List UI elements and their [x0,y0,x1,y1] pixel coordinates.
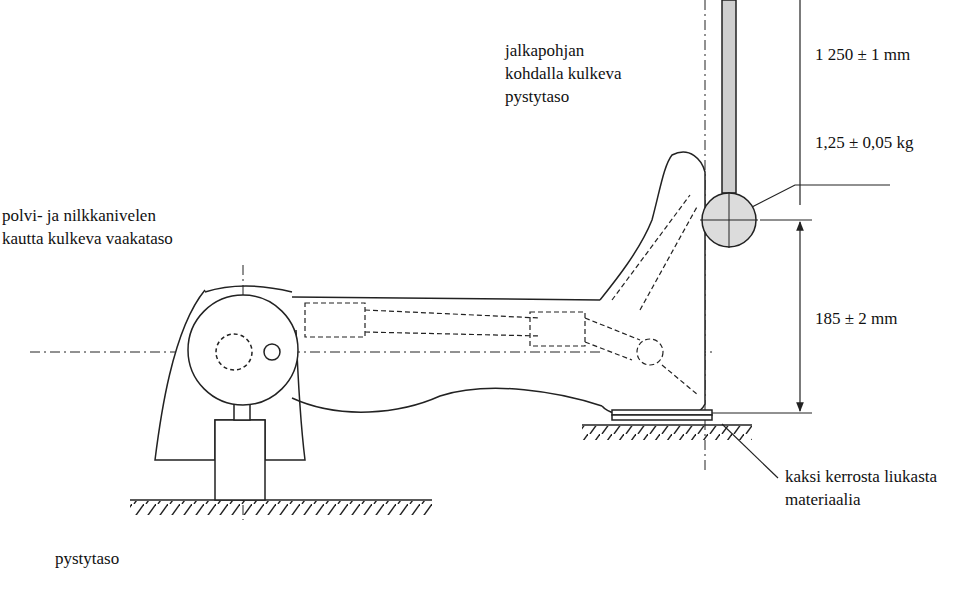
dimension-label: 185 ± 2 mm [815,308,898,331]
bone [585,318,640,360]
foot-bone [612,195,698,395]
leg-outline [292,388,602,412]
ground-line [582,424,752,426]
mass-label: 1,25 ± 0,05 kg [815,132,914,155]
bone [365,310,540,336]
dimension-tick [712,413,812,414]
ground-hatch [130,501,432,515]
plane-label: pystytaso [55,548,119,571]
plane-label: polvi- ja nilkkanivelen kautta kulkeva v… [2,205,192,251]
leader-line [752,185,890,207]
dimension-label: 1 250 ± 1 mm [815,44,910,67]
slip-layer [612,415,712,420]
knee-joint [188,295,298,405]
bolt [234,404,250,420]
pedestal [215,420,265,500]
knee-cradle-top [205,286,292,292]
knee-mechanism [216,334,252,370]
plane-label: jalkapohjan kohdalla kulkeva pystytaso [505,40,645,109]
pendulum-rod [722,0,736,193]
foot-outline [600,152,705,418]
leg-outline [292,297,600,300]
dimension-line [799,0,800,205]
ankle-joint [637,339,663,365]
material-label: kaksi kerrosta liukasta materiaalia [785,466,955,512]
knee-pin [264,344,280,360]
leader-line [722,424,778,478]
bone [305,303,365,337]
bone [530,312,585,346]
dimension-line [799,222,800,411]
crosshair [729,192,730,248]
dimension-tick [760,220,812,221]
ground-line [130,499,432,501]
